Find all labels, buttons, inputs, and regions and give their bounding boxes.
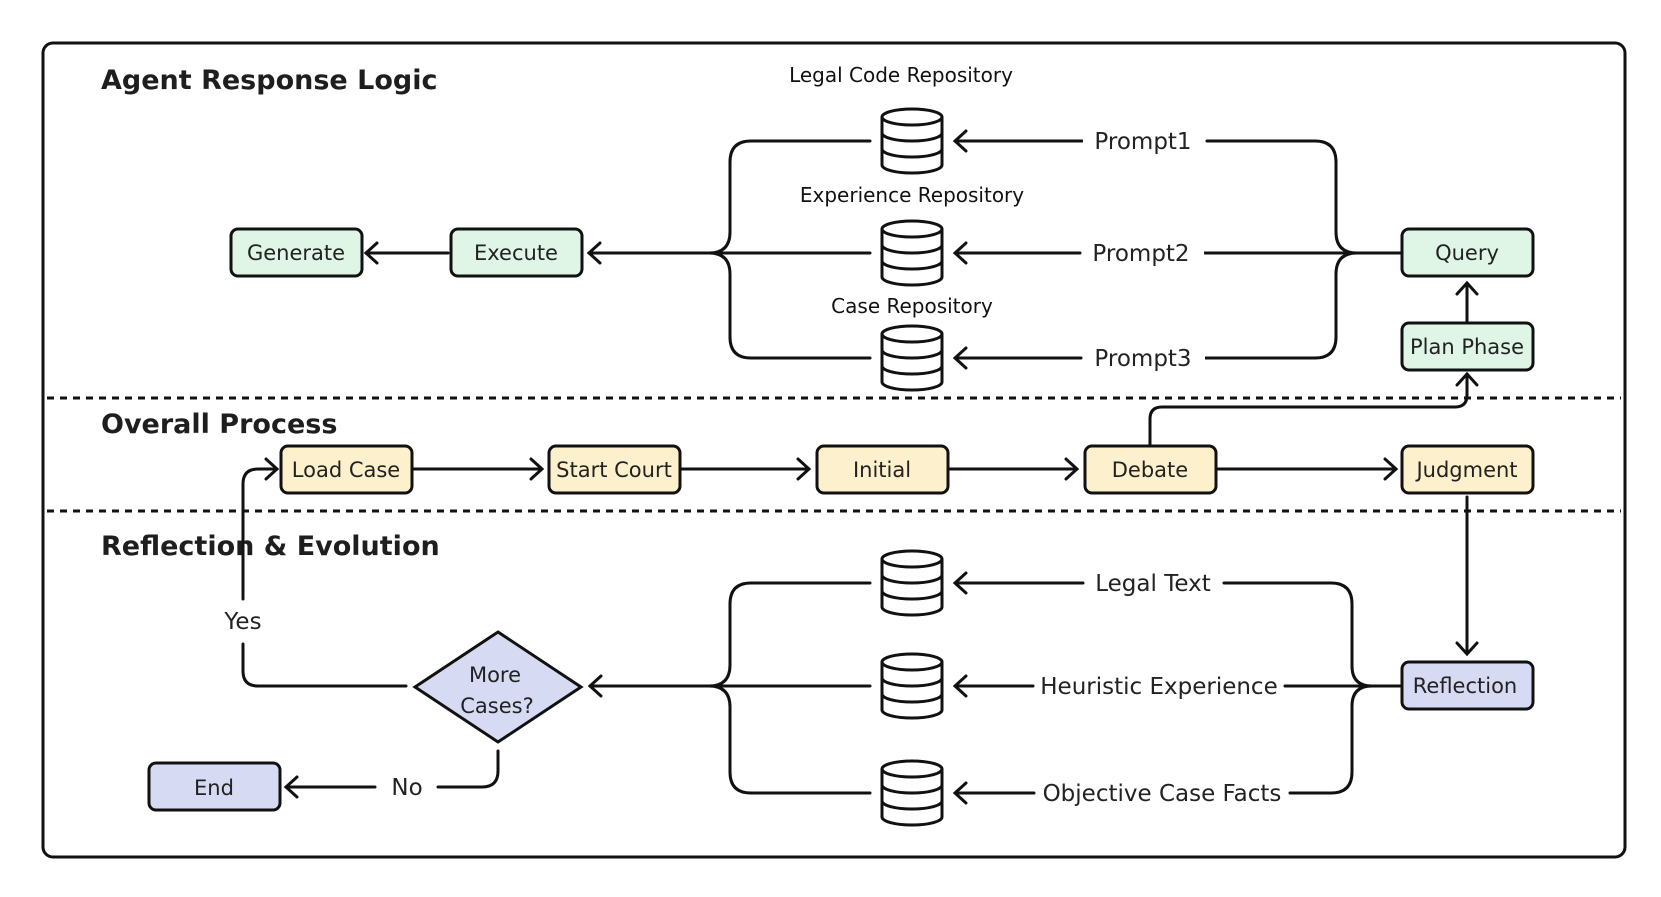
repo-label-legal-code: Legal Code Repository [789, 63, 1013, 87]
edge-label-heuristic: Heuristic Experience [1040, 674, 1277, 700]
node-execute: Execute [449, 227, 584, 278]
agent-connectors [363, 129, 1479, 370]
node-initial: Initial [815, 444, 950, 495]
svg-text:End: End [194, 776, 234, 800]
database-icon-legal-text [880, 549, 944, 617]
edge-label-yes: Yes [223, 609, 261, 635]
edge-label-prompt3: Prompt3 [1094, 346, 1191, 372]
node-judgment: Judgment [1400, 444, 1535, 495]
svg-text:Judgment: Judgment [1414, 458, 1517, 482]
outer-frame [41, 41, 1627, 859]
svg-text:Debate: Debate [1112, 458, 1188, 482]
section-title-reflection: Reflection & Evolution [101, 531, 440, 562]
edge-label-prompt1: Prompt1 [1094, 129, 1191, 155]
process-connectors [410, 371, 1479, 657]
decision-more-cases: More Cases? [412, 630, 584, 744]
svg-text:Cases?: Cases? [460, 694, 533, 718]
node-generate: Generate [229, 227, 364, 278]
section-title-agent: Agent Response Logic [101, 65, 437, 96]
node-query: Query [1400, 227, 1535, 278]
repo-label-case: Case Repository [831, 294, 993, 318]
svg-text:Initial: Initial [853, 458, 911, 482]
database-icon-heuristic [880, 652, 944, 720]
svg-text:Execute: Execute [474, 241, 558, 265]
database-icon-case [880, 324, 944, 392]
node-debate: Debate [1083, 444, 1218, 495]
repo-label-experience: Experience Repository [800, 183, 1024, 207]
database-icon-legal-code [880, 107, 944, 175]
node-start-court: Start Court [547, 444, 682, 495]
reflection-connectors [241, 457, 1402, 805]
database-icon-facts [880, 759, 944, 827]
svg-text:Load Case: Load Case [292, 458, 400, 482]
svg-text:More: More [469, 663, 521, 687]
svg-text:Reflection: Reflection [1413, 674, 1518, 698]
edge-label-legal-text: Legal Text [1095, 571, 1210, 597]
node-load-case: Load Case [279, 444, 414, 495]
edge-label-no: No [391, 775, 422, 801]
node-reflection: Reflection [1400, 660, 1535, 711]
svg-text:Generate: Generate [247, 241, 345, 265]
svg-text:Plan Phase: Plan Phase [1410, 335, 1524, 359]
node-end: End [147, 761, 282, 812]
database-icon-experience [880, 219, 944, 287]
node-plan-phase: Plan Phase [1400, 321, 1535, 372]
svg-text:Query: Query [1435, 241, 1499, 265]
svg-text:Start Court: Start Court [556, 458, 672, 482]
edge-label-facts: Objective Case Facts [1043, 781, 1282, 807]
edge-label-prompt2: Prompt2 [1092, 241, 1189, 267]
section-title-process: Overall Process [101, 409, 337, 440]
